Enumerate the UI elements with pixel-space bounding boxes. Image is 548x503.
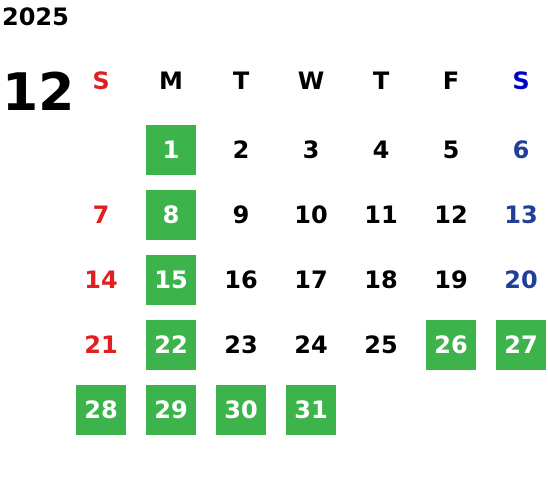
day-cell-highlighted: 1 — [146, 125, 196, 175]
weekday-header-wednesday: W — [297, 67, 325, 95]
day-cell: 4 — [372, 136, 390, 164]
day-cell-highlighted: 30 — [216, 385, 266, 435]
day-cell-highlighted: 15 — [146, 255, 196, 305]
day-cell: 9 — [232, 201, 250, 229]
day-cell: 20 — [504, 266, 538, 294]
day-cell-highlighted: 28 — [76, 385, 126, 435]
day-cell: 19 — [434, 266, 468, 294]
day-cell-highlighted: 26 — [426, 320, 476, 370]
day-cell: 24 — [294, 331, 328, 359]
year-label: 2025 — [2, 3, 69, 31]
day-cell: 17 — [294, 266, 328, 294]
day-cell: 23 — [224, 331, 258, 359]
day-cell: 16 — [224, 266, 258, 294]
day-cell: 11 — [364, 201, 398, 229]
day-cell: 5 — [442, 136, 460, 164]
day-cell: 13 — [504, 201, 538, 229]
day-cell-highlighted: 29 — [146, 385, 196, 435]
day-cell: 3 — [302, 136, 320, 164]
day-cell-highlighted: 27 — [496, 320, 546, 370]
weekday-header-monday: M — [159, 67, 183, 95]
day-cell: 7 — [92, 201, 110, 229]
day-cell: 14 — [84, 266, 118, 294]
day-cell-highlighted: 31 — [286, 385, 336, 435]
day-cell: 12 — [434, 201, 468, 229]
weekday-header-sunday: S — [92, 67, 110, 95]
weekday-header-saturday: S — [512, 67, 530, 95]
weekday-header-tuesday: T — [232, 67, 250, 95]
month-label: 12 — [2, 63, 75, 123]
day-cell: 25 — [364, 331, 398, 359]
weekday-header-thursday: T — [372, 67, 390, 95]
weekday-header-friday: F — [442, 67, 460, 95]
day-cell: 18 — [364, 266, 398, 294]
day-cell: 2 — [232, 136, 250, 164]
day-cell: 10 — [294, 201, 328, 229]
day-cell: 6 — [512, 136, 530, 164]
day-cell: 21 — [84, 331, 118, 359]
day-cell-highlighted: 8 — [146, 190, 196, 240]
day-cell-highlighted: 22 — [146, 320, 196, 370]
